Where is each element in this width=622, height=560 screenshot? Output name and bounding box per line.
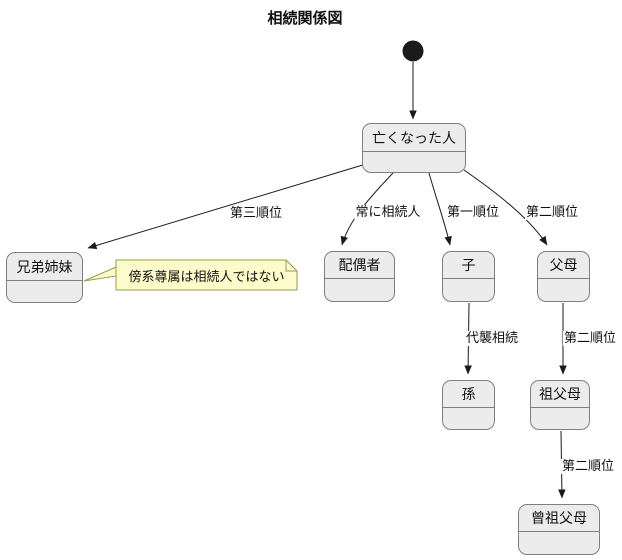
node-grandparents: 祖父母 bbox=[530, 380, 590, 430]
node-spouse-label: 配偶者 bbox=[325, 252, 394, 279]
node-grandparents-label: 祖父母 bbox=[531, 381, 589, 408]
edge-label-third-rank: 第三順位 bbox=[228, 206, 284, 221]
node-parents: 父母 bbox=[537, 251, 590, 302]
node-grandchild-body bbox=[443, 408, 494, 429]
node-deceased-label: 亡くなった人 bbox=[363, 124, 465, 152]
node-siblings: 兄弟姉妹 bbox=[6, 252, 83, 303]
edge-label-second-rank-parents: 第二順位 bbox=[524, 205, 580, 220]
edge-deceased-to-child bbox=[428, 172, 452, 246]
note-text: 傍系尊属は相続人ではない bbox=[128, 269, 285, 285]
edge-label-second-rank-great-grandparents: 第二順位 bbox=[560, 459, 616, 474]
node-child: 子 bbox=[442, 251, 495, 302]
node-grandchild: 孫 bbox=[442, 380, 495, 430]
node-deceased-body bbox=[363, 152, 465, 172]
edge-deceased-to-parents bbox=[463, 169, 548, 246]
initial-state-dot bbox=[402, 40, 424, 62]
note-shape bbox=[115, 259, 298, 291]
edge-label-first-rank: 第一順位 bbox=[445, 205, 501, 220]
note-fold-corner bbox=[285, 260, 297, 272]
node-grandchild-label: 孫 bbox=[443, 381, 494, 408]
node-parents-body bbox=[538, 279, 589, 301]
node-spouse-body bbox=[325, 279, 394, 301]
edge-label-always-heir: 常に相続人 bbox=[354, 205, 422, 220]
node-siblings-label: 兄弟姉妹 bbox=[7, 253, 82, 281]
node-deceased: 亡くなった人 bbox=[362, 123, 466, 173]
node-great-grandparents: 曾祖父母 bbox=[518, 504, 600, 555]
node-parents-label: 父母 bbox=[538, 252, 589, 279]
node-great-grandparents-body bbox=[519, 532, 599, 554]
edge-label-second-rank-grandparents: 第二順位 bbox=[562, 331, 618, 346]
node-child-body bbox=[443, 279, 494, 301]
note-connector bbox=[83, 266, 117, 282]
node-child-label: 子 bbox=[443, 252, 494, 279]
diagram-title: 相続関係図 bbox=[267, 9, 343, 27]
node-grandparents-body bbox=[531, 408, 589, 429]
edge-label-substitute-inheritance: 代襲相続 bbox=[464, 331, 520, 346]
node-great-grandparents-label: 曾祖父母 bbox=[519, 505, 599, 532]
edge-deceased-to-siblings bbox=[87, 163, 367, 250]
node-siblings-body bbox=[7, 281, 82, 302]
node-spouse: 配偶者 bbox=[324, 251, 395, 302]
